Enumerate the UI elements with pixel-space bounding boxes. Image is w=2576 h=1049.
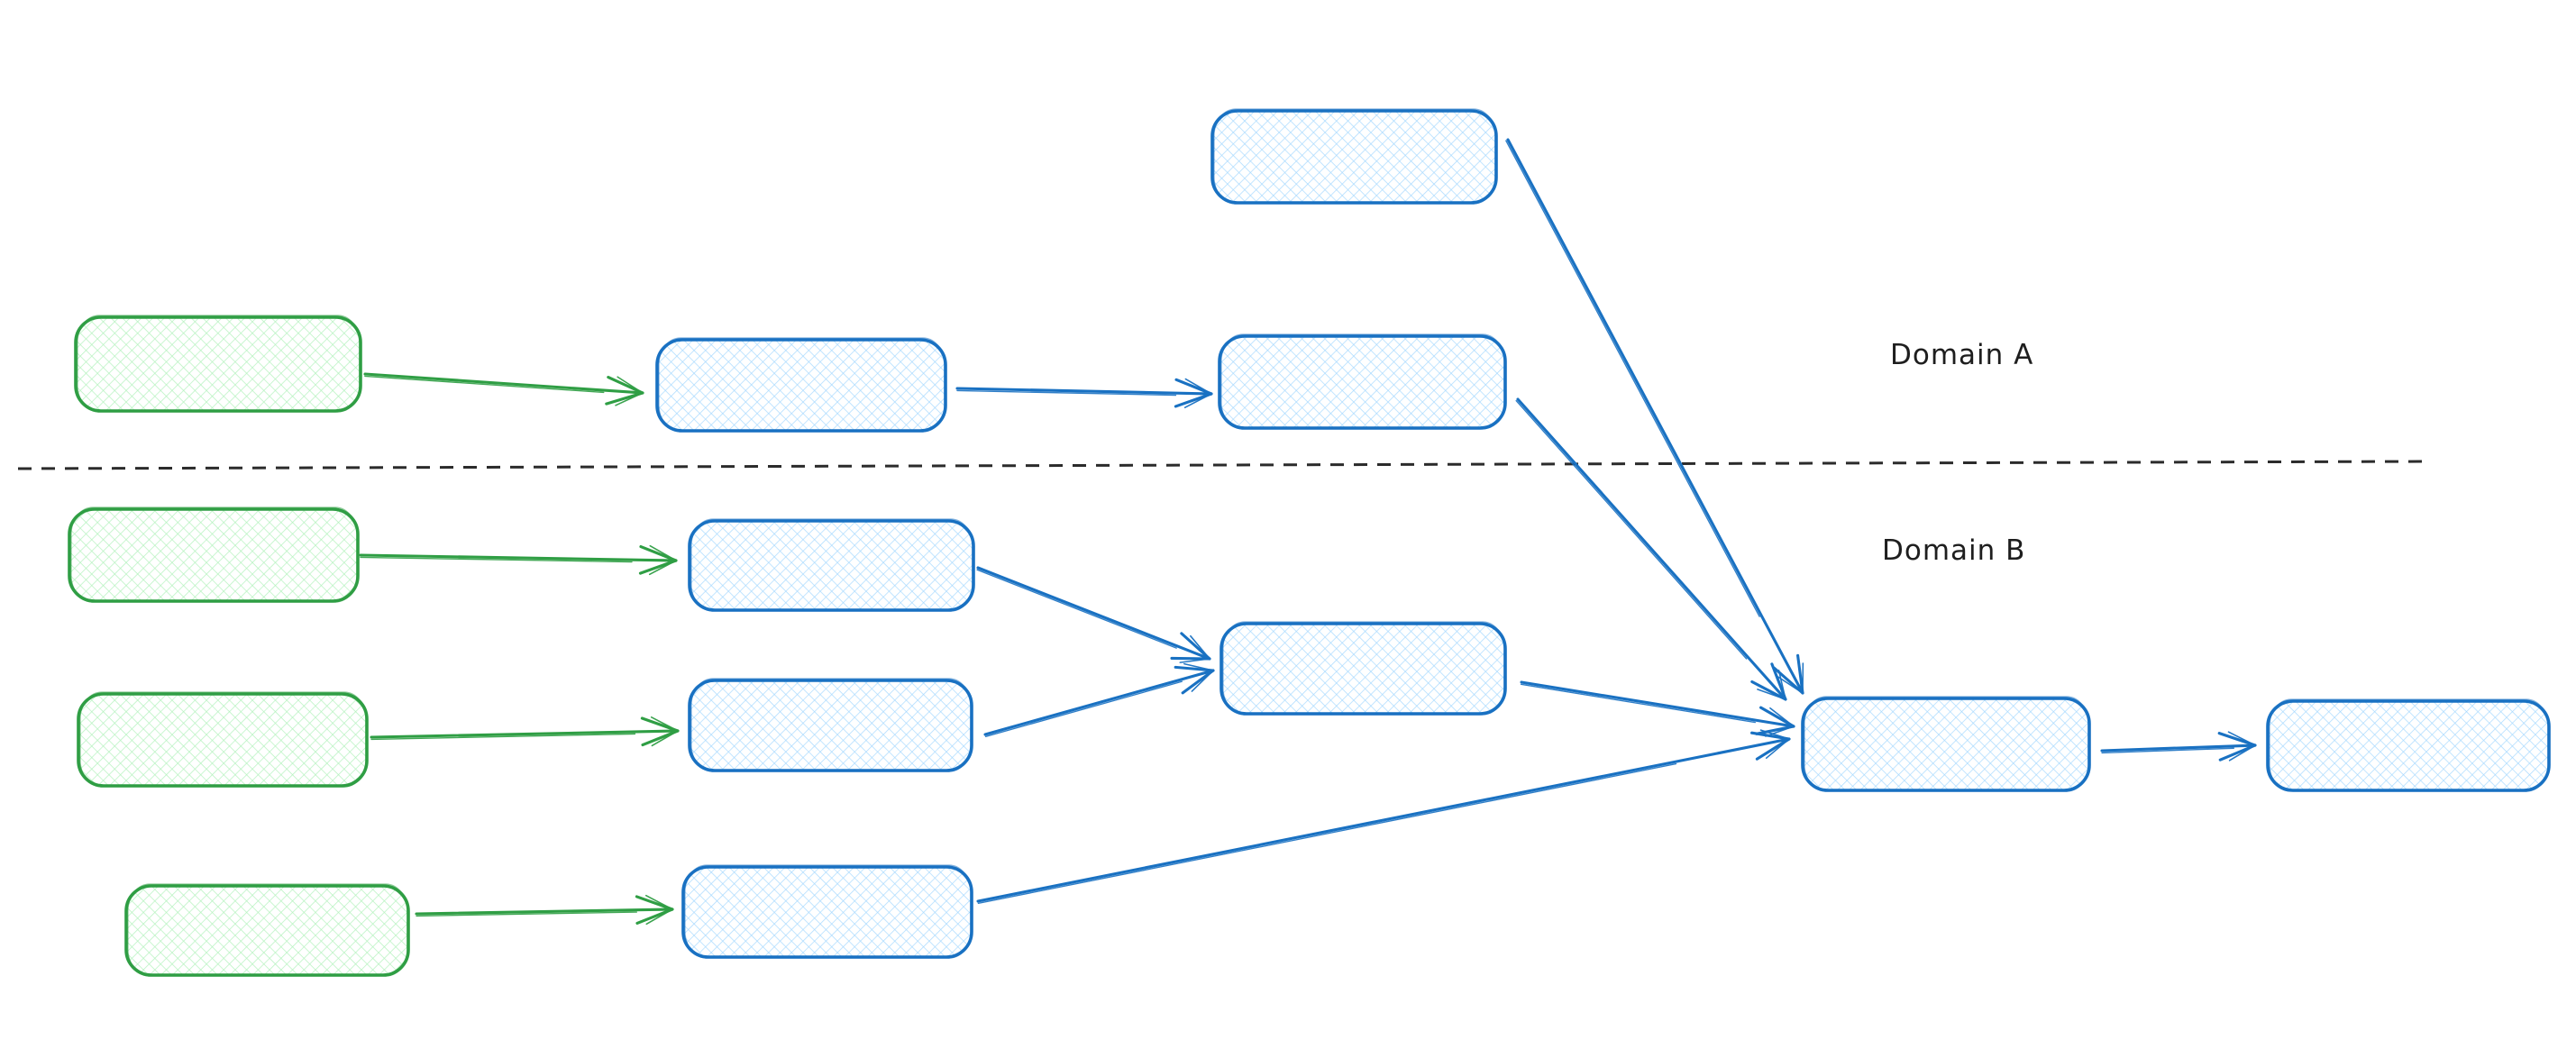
node-blue-merge-b[interactable] — [1219, 621, 1507, 716]
node-blue-output[interactable] — [2266, 698, 2551, 792]
edge-b2-to-merge[interactable] — [983, 662, 1215, 738]
node-green-source-b2[interactable] — [77, 691, 369, 788]
edge-green-b3-to-b3[interactable] — [415, 894, 674, 926]
edge-merge-to-conv[interactable] — [1520, 680, 1795, 737]
node-blue-process-b1[interactable] — [688, 518, 975, 612]
annotations-layer: Domain A Domain B — [1882, 339, 2033, 567]
node-blue-top-input[interactable] — [1210, 108, 1498, 205]
edge-green-a-to-a1[interactable] — [363, 372, 644, 406]
edge-top-to-conv[interactable] — [1505, 138, 1804, 695]
node-blue-convergence[interactable] — [1801, 696, 2091, 792]
domain-a-label[interactable]: Domain A — [1890, 339, 2033, 371]
node-blue-process-b2[interactable] — [688, 678, 973, 772]
node-blue-process-b3[interactable] — [681, 864, 973, 959]
node-green-source-b1[interactable] — [68, 506, 360, 603]
domain-divider-line[interactable] — [17, 460, 2429, 470]
nodes-layer — [68, 108, 2551, 977]
edge-a2-to-conv[interactable] — [1515, 397, 1787, 701]
edge-conv-to-output[interactable] — [2100, 731, 2257, 762]
edge-a1-to-a2[interactable] — [955, 378, 1213, 409]
domain-b-label[interactable]: Domain B — [1882, 534, 2025, 567]
node-blue-process-a1[interactable] — [655, 337, 947, 433]
node-green-source-a[interactable] — [74, 315, 362, 413]
edge-b3-to-conv[interactable] — [976, 729, 1791, 905]
edge-b1-to-merge[interactable] — [976, 566, 1211, 663]
node-blue-process-a2[interactable] — [1218, 333, 1507, 430]
edges-layer — [17, 138, 2429, 926]
node-green-source-b3[interactable] — [124, 883, 410, 977]
edge-green-b1-to-b1[interactable] — [359, 544, 678, 576]
edge-green-b2-to-b2[interactable] — [370, 716, 680, 747]
